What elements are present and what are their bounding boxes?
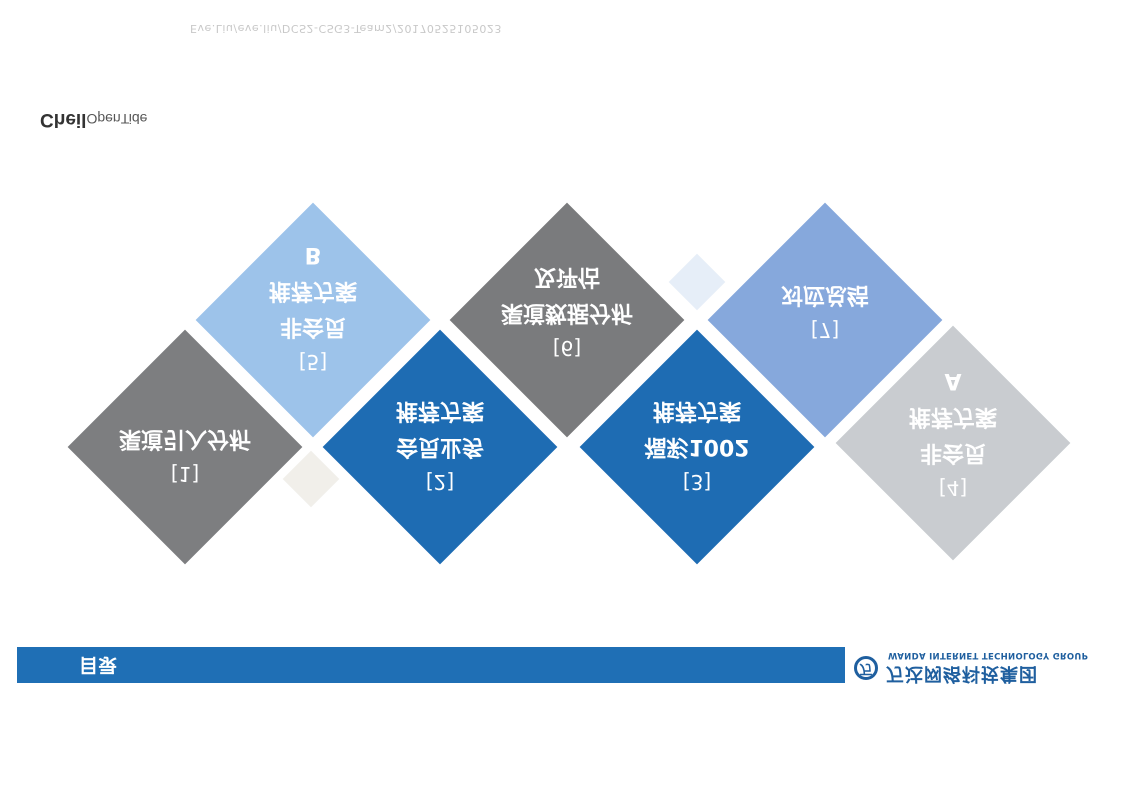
item-title: 及评估 (533, 264, 600, 289)
decor-diamond (668, 253, 726, 311)
item-number: [5] (298, 350, 328, 374)
item-title: 推荐方案 (268, 278, 357, 303)
brand-bold: Cheil (40, 109, 87, 130)
toc-label-2: [2] 会员业务 推荐方案 (340, 392, 540, 500)
file-path-text: Eve.Liu/eve.liu/DCS2-CSG3-Team2/20170525… (190, 22, 502, 35)
item-number: [7] (810, 318, 840, 342)
section-title: 目录 (79, 654, 118, 676)
item-title: 推荐方案 (395, 398, 484, 423)
item-number: [4] (938, 476, 968, 500)
item-number: [2] (425, 470, 455, 494)
item-title: 渠道引入分析 (118, 426, 251, 451)
decor-diamond (282, 450, 340, 508)
item-title: 非会员 (919, 440, 986, 465)
company-name-en: WANDA INTERNET TECHNOLOGY GROUP (888, 650, 1089, 660)
toc-label-4: [4] 非会员 推荐方案 A (853, 362, 1053, 506)
item-number: [1] (170, 462, 200, 486)
company-name-cn: 万达网络科技集团 (886, 663, 1038, 684)
cheil-logo: CheilOpenTide (40, 108, 147, 130)
brand-light: OpenTide (86, 111, 148, 127)
item-title: 推荐方案 (652, 398, 741, 423)
file-path-watermark: Eve.Liu/eve.liu/DCS2-CSG3-Team2/20170525… (190, 22, 502, 35)
item-title: 非会员 (279, 314, 346, 339)
section-title-bar: 目录 (17, 647, 845, 683)
item-title: A (944, 368, 962, 393)
item-title: B (304, 242, 322, 267)
toc-label-6: [6] 渠道数据分析 及评估 (467, 258, 667, 366)
item-number: [3] (682, 470, 712, 494)
toc-label-1: [1] 渠道引入分析 (85, 420, 285, 492)
item-title: 福彩1002 (644, 434, 750, 459)
item-title: 对应总结 (780, 282, 869, 307)
item-title: 会员业务 (395, 434, 484, 459)
item-title: 推荐方案 (908, 404, 997, 429)
wanda-logo: 万 万达网络科技集团 WANDA INTERNET TECHNOLOGY GRO… (852, 648, 1097, 684)
toc-label-3: [3] 福彩1002 推荐方案 (597, 392, 797, 500)
item-number: [6] (552, 336, 582, 360)
toc-label-5: [5] 非会员 推荐方案 B (213, 236, 413, 380)
item-title: 渠道数据分析 (500, 300, 633, 325)
toc-label-7: [7] 对应总结 (725, 276, 925, 348)
wanda-logo-icon: 万 (854, 656, 878, 680)
